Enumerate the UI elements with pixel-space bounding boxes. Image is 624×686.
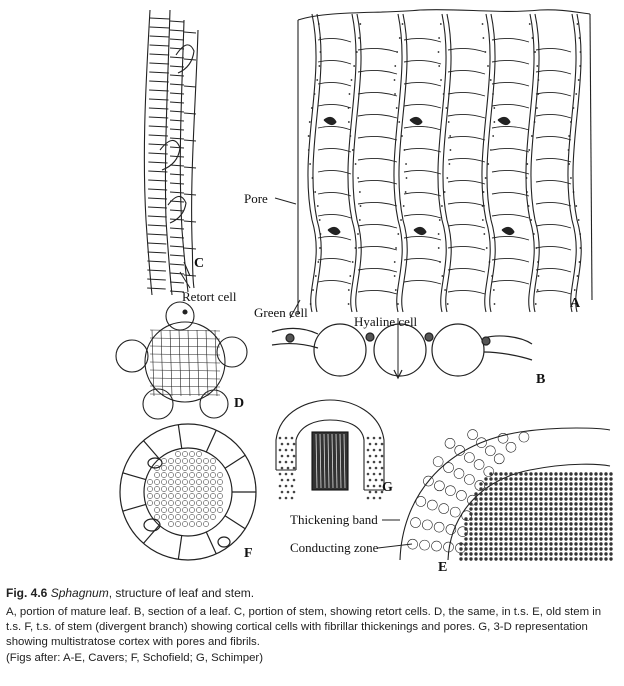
figure-area: Pore Retort cell Green cell Hyaline cell…: [115, 9, 613, 575]
caption-title-line: Fig. 4.6 Sphagnum, structure of leaf and…: [6, 586, 618, 601]
panel-g-block-drawing: [275, 399, 385, 500]
hyaline-cell-label: Hyaline cell: [354, 314, 418, 329]
panel-d-cross-section-drawing: [115, 301, 248, 420]
pore-label: Pore: [244, 191, 268, 206]
panel-e-cross-section-drawing: [399, 427, 613, 561]
panel-label-f: F: [244, 546, 253, 561]
leader-lines: [179, 197, 413, 549]
figure-caption: Fig. 4.6 Sphagnum, structure of leaf and…: [6, 586, 618, 667]
panel-label-c: C: [194, 256, 205, 271]
panel-label-a: A: [570, 296, 581, 311]
caption-body: A, portion of mature leaf. B, section of…: [6, 606, 602, 648]
panel-label-e: E: [438, 560, 448, 575]
figure-number: Fig. 4.6: [6, 586, 48, 600]
panel-a-leaf-drawing: [297, 9, 593, 315]
panel-f-cross-section-drawing: [119, 423, 257, 561]
conducting-zone-label: Conducting zone: [290, 540, 379, 555]
panel-label-b: B: [536, 372, 546, 387]
green-cell-label: Green cell: [254, 305, 308, 320]
caption-credits: (Figs after: A-E, Cavers; F, Schofield; …: [6, 652, 263, 664]
caption-title-rest: , structure of leaf and stem.: [108, 586, 255, 600]
retort-cell-label: Retort cell: [182, 289, 237, 304]
genus-name: Sphagnum: [50, 586, 109, 600]
thickening-band-label: Thickening band: [290, 512, 378, 527]
panel-label-d: D: [234, 396, 245, 411]
panel-label-g: G: [382, 480, 393, 495]
panel-b-section-drawing: [271, 318, 533, 380]
botanical-drawing: [115, 9, 613, 561]
panel-c-stem-drawing: [143, 9, 199, 296]
